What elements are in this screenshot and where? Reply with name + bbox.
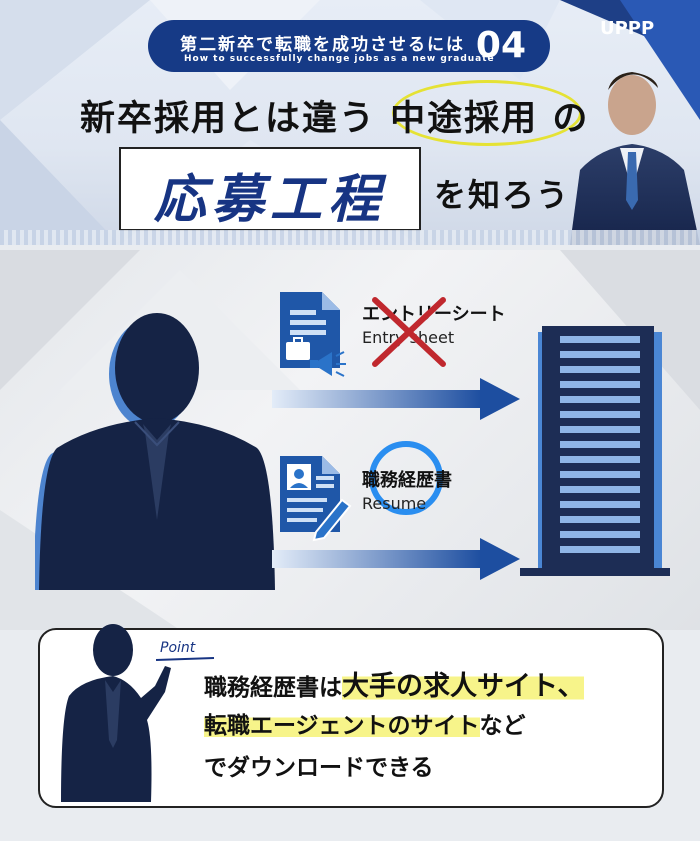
point-label: Point [160, 640, 196, 656]
point-line-1-text: 職務経歴書は [204, 675, 342, 701]
building-window-row [560, 426, 640, 433]
headline: 新卒採用とは違う 中途採用 の [80, 99, 590, 139]
point-line-1-highlight: 大手の求人サイト、 [342, 671, 585, 702]
highlight-ellipse [392, 80, 582, 146]
entry-sheet-icon [280, 292, 346, 377]
resume-icon [280, 456, 352, 542]
point-line-2: 転職エージェントのサイトなど [204, 706, 526, 740]
building-window-row [560, 396, 640, 403]
resume-label-en: Resume [362, 494, 427, 513]
entry-sheet-label-en: Entry sheet [362, 328, 455, 347]
application-process-text: 応募工程 [153, 170, 386, 230]
point-underline [156, 657, 215, 661]
building-window-row [560, 501, 640, 508]
pill-subtitle: How to successfully change jobs as a new… [184, 54, 495, 64]
building-window-row [560, 546, 640, 553]
building-window-row [560, 336, 640, 343]
learn-text: を知ろう [434, 176, 571, 214]
building-window-row [560, 441, 640, 448]
building-window-row [560, 411, 640, 418]
point-line-3: でダウンロードできる [204, 755, 434, 781]
point-line-2-highlight: 転職エージェントのサイト [204, 713, 480, 739]
pill-title: 第二新卒で転職を成功させるには [180, 35, 465, 55]
arrow-resume [272, 538, 520, 580]
circle-mark-icon [369, 441, 443, 515]
pointing-man-silhouette [61, 624, 171, 802]
application-process-box: 応募工程 [119, 147, 421, 231]
pill-number: 04 [475, 25, 526, 66]
job-seeker-silhouette [35, 313, 275, 590]
building-window-row [560, 516, 640, 523]
stripe-divider [0, 230, 700, 245]
building-window-row [560, 531, 640, 538]
resume-label: 職務経歴書 [362, 470, 452, 491]
company-building-icon [520, 326, 670, 576]
building-window-row [560, 471, 640, 478]
building-window-row [560, 351, 640, 358]
building-window-row [560, 366, 640, 373]
businessman-photo [570, 72, 700, 245]
cross-mark-icon [372, 297, 446, 367]
point-line-2-text: など [479, 713, 526, 739]
building-window-row [560, 381, 640, 388]
section-title-pill: 第二新卒で転職を成功させるには How to successfully chan… [148, 20, 550, 72]
building-window-row [560, 486, 640, 493]
arrow-entry-sheet [272, 378, 520, 420]
brand-logo: UPPP [600, 18, 655, 39]
header-banner: 第二新卒で転職を成功させるには How to successfully chan… [0, 0, 700, 245]
point-line-1: 職務経歴書は大手の求人サイト、 [204, 664, 585, 703]
building-window-row [560, 456, 640, 463]
